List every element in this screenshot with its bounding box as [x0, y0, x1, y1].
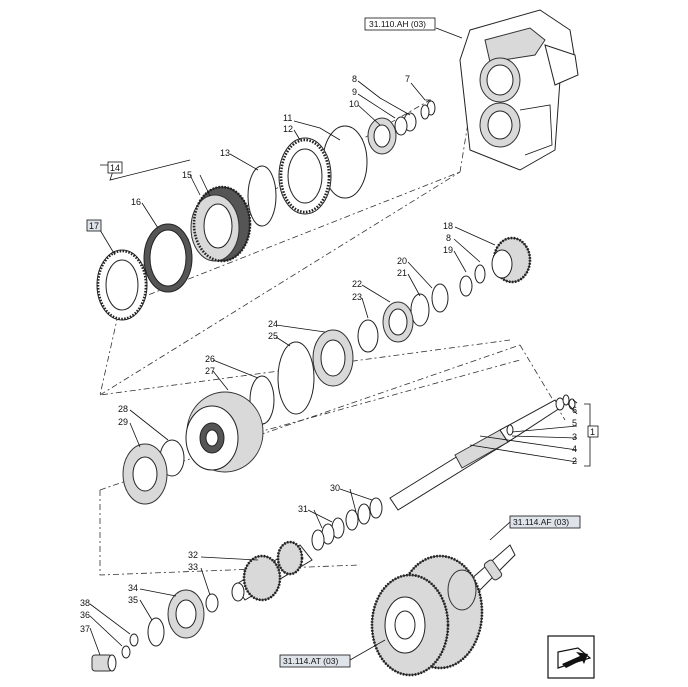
clutch-drum-27[interactable]: [185, 391, 264, 473]
callout-31: 31: [298, 504, 308, 514]
callout-13: 13: [220, 148, 230, 158]
callout-37: 37: [80, 624, 90, 634]
callout-23: 23: [352, 292, 362, 302]
large-gear-assembly[interactable]: [370, 554, 484, 677]
callout-21: 21: [397, 268, 407, 278]
callout-14: 14: [110, 163, 120, 173]
callout-10: 10: [349, 99, 359, 109]
callout-24: 24: [268, 319, 278, 329]
reference-label-output-shaft: 31.114.AF (03): [513, 517, 569, 527]
callout-1-box: 1: [587, 425, 599, 438]
snap-ring-33[interactable]: [205, 593, 219, 613]
transmission-housing[interactable]: [459, 9, 579, 171]
rings-20-21[interactable]: [410, 283, 449, 327]
callout-19: 19: [443, 245, 453, 255]
callout-28: 28: [118, 404, 128, 414]
callout-20: 20: [397, 256, 407, 266]
callout-1: 1: [590, 427, 595, 437]
callout-14-box: 14: [107, 161, 123, 174]
rings-36-38[interactable]: [121, 633, 139, 659]
callout-11: 11: [283, 113, 292, 123]
input-shaft-1[interactable]: [389, 394, 576, 511]
reference-box-output-shaft[interactable]: 31.114.AF (03): [509, 515, 581, 529]
needle-bearing-37[interactable]: [91, 654, 117, 672]
callout-32: 32: [188, 550, 198, 560]
callout-26: 26: [205, 354, 215, 364]
callout-8b: 8: [446, 233, 451, 243]
book-arrow-icon[interactable]: [547, 635, 595, 679]
bearing-10[interactable]: [367, 117, 397, 155]
callout-5: 5: [572, 418, 577, 428]
callout-18: 18: [443, 221, 453, 231]
gear-shaft-32[interactable]: [231, 540, 313, 602]
friction-disc-12[interactable]: [278, 137, 332, 215]
callout-4: 4: [572, 444, 577, 454]
seal-rings-31[interactable]: [311, 517, 345, 551]
reference-box-housing[interactable]: 31.110.AH (03): [364, 17, 436, 31]
gear-hub-18[interactable]: [491, 236, 532, 284]
callout-15: 15: [182, 170, 192, 180]
bearing-34[interactable]: [167, 589, 205, 639]
piston-22-23[interactable]: [357, 301, 414, 353]
snap-ring-7[interactable]: [420, 100, 436, 120]
callout-36: 36: [80, 610, 90, 620]
ring-8-9[interactable]: [394, 112, 417, 136]
reference-label-housing: 31.110.AH (03): [369, 19, 426, 29]
callout-33: 33: [188, 562, 198, 572]
callout-3: 3: [572, 432, 577, 442]
reference-box-gear-assembly[interactable]: 31.114.AT (03): [279, 654, 351, 668]
callout-2: 2: [572, 456, 577, 466]
callout-17-box: 17: [86, 219, 102, 232]
reference-label-gear-assembly: 31.114.AT (03): [283, 656, 338, 666]
ring-35[interactable]: [147, 617, 165, 647]
callout-25: 25: [268, 331, 278, 341]
friction-disc-17[interactable]: [96, 249, 148, 321]
callout-16: 16: [131, 197, 141, 207]
bearing-28-29[interactable]: [122, 439, 185, 505]
callout-7: 7: [405, 74, 410, 84]
seal-rings-30[interactable]: [345, 497, 383, 531]
callout-35: 35: [128, 595, 138, 605]
callout-22: 22: [352, 279, 362, 289]
callout-29: 29: [118, 417, 128, 427]
disc-16[interactable]: [143, 223, 193, 293]
callout-numbers: 7 8 9 10 11 12 13 14 15 16 17 18 8 19 20…: [80, 74, 599, 634]
clutch-pack-15[interactable]: [190, 185, 252, 263]
rings-19[interactable]: [459, 264, 486, 297]
leader-lines: [89, 27, 591, 661]
callout-27: 27: [205, 366, 215, 376]
piston-24-25[interactable]: [277, 329, 354, 415]
o-ring-13[interactable]: [247, 165, 277, 227]
callout-8: 8: [352, 74, 357, 84]
callout-38: 38: [80, 598, 90, 608]
callout-34: 34: [128, 583, 138, 593]
callout-17: 17: [89, 221, 99, 231]
callout-12: 12: [283, 124, 293, 134]
callout-9: 9: [352, 87, 357, 97]
callout-30: 30: [330, 483, 340, 493]
callout-6: 6: [572, 405, 577, 415]
